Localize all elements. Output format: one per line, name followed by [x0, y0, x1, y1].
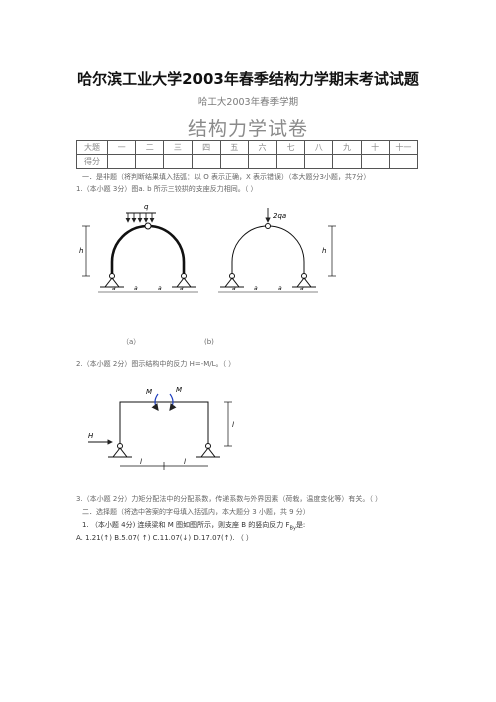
- score-blank-cell: [332, 154, 362, 169]
- span-label: a: [180, 285, 184, 292]
- crown-hinge-b: [265, 223, 271, 229]
- score-blank-cell: [276, 154, 306, 169]
- score-table: 大题 一 二 三 四 五 六 七 八 九 十 十一 得分: [76, 140, 419, 169]
- h-label-b: h: [322, 247, 326, 255]
- span-label: a: [112, 285, 116, 292]
- l-right-label: l: [184, 458, 186, 466]
- section2-heading: 二．选择题（将选中答案的字母填入括弧内，本大题分 3 小题，共 9 分）: [82, 508, 310, 516]
- paper-title: 结构力学试卷: [187, 118, 308, 140]
- score-cell: 十一: [388, 140, 419, 155]
- figure-1-arches: q h a a a a 2qa h a a a a （a）: [79, 203, 336, 346]
- arch-b: [231, 225, 305, 263]
- h-label-a: h: [79, 247, 83, 255]
- score-blank-cell: [219, 154, 249, 169]
- support-right-a: [172, 273, 196, 288]
- question-4-end: 是:: [295, 521, 306, 529]
- question-4-subscript: By: [289, 525, 296, 532]
- score-blank-cell: [135, 154, 165, 169]
- score-cell: 八: [304, 140, 334, 155]
- frame-members: [119, 401, 209, 444]
- score-cell: 七: [276, 140, 306, 155]
- span-label: a: [254, 285, 258, 292]
- question-2: 2.（本小题 2分）图示结构中的反力 H=-M/L。（ ）: [76, 360, 236, 368]
- figure-2-frame: M M H l l l: [88, 386, 234, 470]
- score-blank-cell: [163, 154, 193, 169]
- moment-left-arc: [151, 393, 159, 411]
- support-left-a: [100, 273, 124, 288]
- support-left-frame: [108, 443, 132, 458]
- score-label-cell: 得分: [76, 154, 108, 169]
- question-4: 1. （本小题 4分) 连续梁和 M 图如图所示，则支座 B 的竖向反力 FBy…: [82, 520, 305, 531]
- score-blank-cell: [388, 154, 419, 169]
- score-cell: 一: [106, 140, 137, 155]
- question-3: 3.（本小题 2分）力矩分配法中的分配系数，传递系数与外界因素（荷栽，温度变化等…: [76, 495, 383, 503]
- support-right-frame: [196, 443, 220, 458]
- score-cell: 三: [163, 140, 193, 155]
- force-H-label: H: [88, 432, 94, 440]
- score-table-score-row: 得分: [76, 154, 419, 169]
- support-left-b: [220, 273, 244, 288]
- span-label: a: [232, 285, 236, 292]
- moment-right-label: M: [176, 386, 182, 394]
- document-subtitle: 哈工大2003年春季学期: [197, 97, 299, 108]
- answer-options: A. 1.21(↑) B.5.07( ↑) C.11.07(↓) D.17.07…: [76, 534, 254, 542]
- score-table-header-row: 大题 一 二 三 四 五 六 七 八 九 十 十一: [76, 140, 419, 155]
- score-cell: 四: [191, 140, 221, 155]
- span-label: a: [158, 285, 162, 292]
- moment-right-arc: [169, 393, 177, 411]
- score-cell: 五: [219, 140, 249, 155]
- l-vertical-label: l: [232, 421, 234, 429]
- support-right-b: [292, 273, 316, 288]
- score-blank-cell: [106, 154, 137, 169]
- score-cell: 九: [332, 140, 362, 155]
- l-left-label: l: [140, 458, 142, 466]
- moment-left-label: M: [146, 388, 152, 396]
- caption-a: （a）: [122, 338, 140, 346]
- document-title: 哈尔滨工业大学2003年春季结构力学期末考试试题: [77, 70, 419, 88]
- score-blank-cell: [191, 154, 221, 169]
- caption-b: (b): [204, 338, 214, 346]
- score-blank-cell: [360, 154, 390, 169]
- score-cell: 六: [247, 140, 278, 155]
- score-blank-cell: [304, 154, 334, 169]
- question-4-text: 1. （本小题 4分) 连续梁和 M 图如图所示，则支座 B 的竖向反力 F: [82, 521, 290, 529]
- question-1: 1.（本小题 3分）图a. b 所示三铰拱的支座反力相同。（ ）: [76, 185, 258, 193]
- load-q-label: q: [144, 203, 149, 211]
- span-label: a: [300, 285, 304, 292]
- span-label: a: [134, 285, 138, 292]
- score-cell: 大题: [76, 140, 108, 155]
- section1-heading: 一．是非题（将判断结果填入括弧：以 O 表示正确，X 表示错误）（本大题分3小题…: [82, 173, 371, 181]
- load-2qa-label: 2qa: [273, 212, 286, 220]
- score-cell: 二: [135, 140, 165, 155]
- score-blank-cell: [247, 154, 278, 169]
- arch-a: [110, 224, 186, 263]
- score-cell: 十: [360, 140, 390, 155]
- crown-hinge-a: [144, 222, 152, 230]
- span-label: a: [278, 285, 282, 292]
